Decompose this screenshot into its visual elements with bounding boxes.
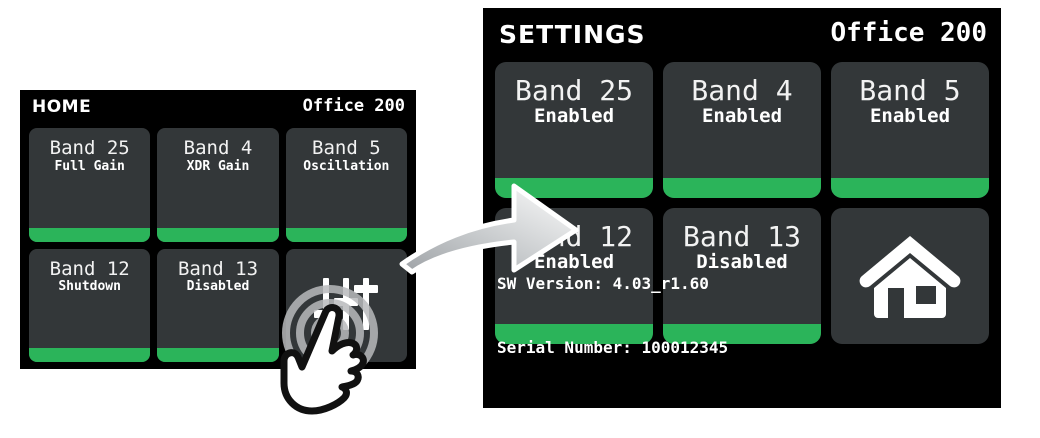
settings-tile-band-5[interactable]: Band 5 Enabled: [831, 62, 989, 198]
home-tile-grid: Band 25 Full Gain Band 4 XDR Gain Band 5…: [29, 128, 407, 362]
tile-name: Band 13: [177, 257, 259, 280]
settings-tile-home[interactable]: [831, 208, 989, 344]
settings-tile-band-25[interactable]: Band 25 Enabled: [495, 62, 653, 198]
status-bar: [157, 227, 279, 242]
home-page-title: HOME: [32, 97, 92, 117]
sw-version-text: SW Version: 4.03_r1.60: [497, 274, 709, 294]
home-icon: [859, 236, 961, 318]
status-bar: [831, 178, 989, 198]
status-bar: [29, 348, 151, 362]
tile-state: Disabled: [186, 279, 250, 295]
home-tile-band-13[interactable]: Band 13 Disabled: [157, 248, 279, 362]
settings-screen-panel: SETTINGS Office 200 Band 25 Enabled Band…: [483, 8, 1001, 408]
status-bar: [495, 324, 653, 344]
home-screen-panel: HOME Office 200 Band 25 Full Gain Band 4…: [20, 90, 416, 369]
home-tile-band-4[interactable]: Band 4 XDR Gain: [157, 128, 279, 242]
status-bar: [663, 324, 821, 344]
tile-state: Disabled: [696, 251, 788, 274]
home-room-label: Office 200: [302, 96, 405, 116]
settings-tile-band-13[interactable]: Band 13 Disabled: [663, 208, 821, 344]
home-tile-settings[interactable]: [285, 248, 407, 362]
status-bar: [495, 178, 653, 198]
tile-state: Enabled: [701, 105, 783, 128]
home-header: HOME Office 200: [20, 90, 416, 124]
serial-number-text: Serial Number: 100012345: [497, 337, 729, 357]
tile-name: Band 4: [691, 74, 793, 107]
status-bar: [157, 348, 279, 362]
home-tile-band-12[interactable]: Band 12 Shutdown: [29, 248, 151, 362]
tile-name: Band 13: [682, 220, 801, 253]
tile-state: XDR Gain: [186, 158, 250, 174]
tile-state: Full Gain: [54, 158, 125, 174]
settings-room-label: Office 200: [830, 18, 987, 48]
tile-name: Band 12: [49, 257, 130, 280]
tile-name: Band 5: [859, 74, 961, 107]
settings-page-title: SETTINGS: [499, 20, 646, 49]
tile-state: Enabled: [869, 105, 951, 128]
settings-header: SETTINGS Office 200: [483, 8, 1001, 58]
tile-name: Band 4: [183, 137, 253, 159]
tile-name: Band 25: [49, 137, 130, 159]
tile-state: Enabled: [533, 105, 615, 128]
settings-footer: SW Version: 4.03_r1.60 Serial Number: 10…: [497, 231, 728, 400]
home-tile-band-5[interactable]: Band 5 Oscillation: [285, 128, 407, 242]
status-bar: [663, 178, 821, 198]
tile-name: Band 25: [514, 74, 633, 107]
tile-name: Band 5: [312, 137, 381, 159]
tile-state: Oscillation: [303, 158, 390, 174]
settings-tile-band-4[interactable]: Band 4 Enabled: [663, 62, 821, 198]
home-tile-band-25[interactable]: Band 25 Full Gain: [29, 128, 151, 242]
status-bar: [285, 227, 407, 242]
sliders-settings-icon: [314, 278, 379, 331]
status-bar: [29, 227, 151, 242]
tile-state: Shutdown: [58, 279, 121, 295]
